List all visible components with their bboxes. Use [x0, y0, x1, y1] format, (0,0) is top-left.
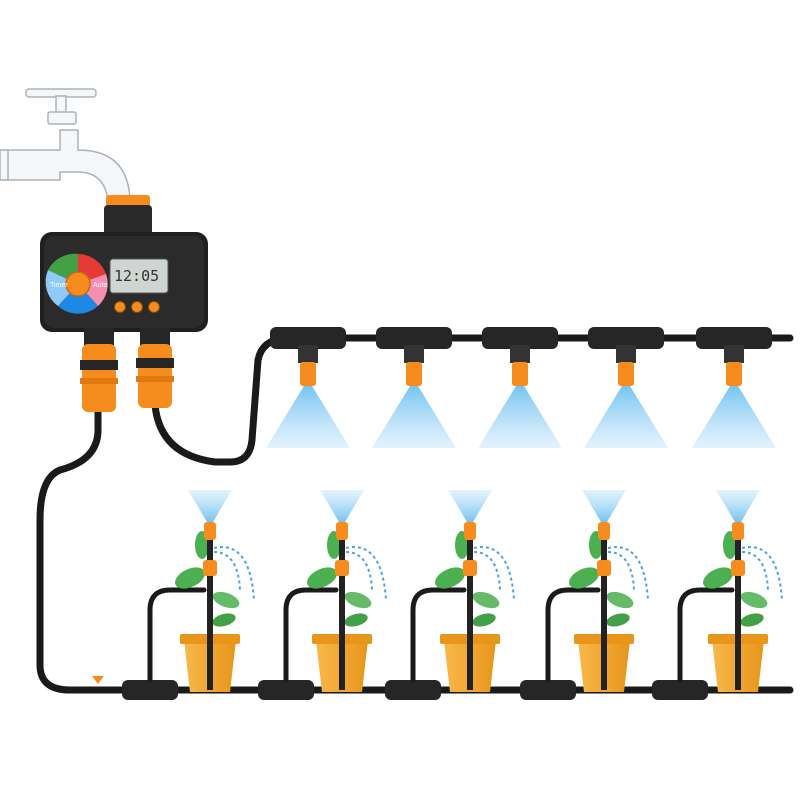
potted-plant-icon: [307, 531, 372, 692]
drip-stake-icon: [188, 490, 255, 690]
drip-stake-icon: [716, 490, 783, 690]
flow-arrow-icon: [92, 676, 104, 684]
mist-nozzle-icon: [692, 327, 776, 448]
timer-button-left[interactable]: [114, 301, 126, 313]
mist-nozzle-icon: [584, 327, 668, 448]
drip-plant-row: [122, 490, 783, 700]
lcd-screen: [109, 258, 169, 294]
dial-label-timer: Timer: [50, 282, 68, 289]
timer-button-middle[interactable]: [131, 301, 143, 313]
timer-button-right[interactable]: [148, 301, 160, 313]
tee-connector-icon: [122, 587, 207, 700]
tee-connector-icon: [520, 587, 601, 700]
mist-nozzle-icon: [478, 327, 562, 448]
drip-stake-icon: [582, 490, 649, 690]
mist-nozzle-row: [266, 327, 776, 448]
drip-stake-icon: [320, 490, 387, 690]
potted-plant-icon: [435, 531, 500, 692]
tee-connector-icon: [385, 587, 467, 700]
potted-plant-icon: [703, 531, 768, 692]
water-timer-icon: Timer Auto 12:05: [40, 195, 208, 412]
hose-lines: [36, 334, 794, 694]
mist-nozzle-icon: [372, 327, 456, 448]
tee-connector-icon: [652, 587, 735, 700]
potted-plant-icon: [569, 531, 634, 692]
mist-nozzle-icon: [266, 327, 350, 448]
faucet-icon: [0, 88, 131, 201]
tee-connector-icon: [258, 587, 339, 700]
potted-plant-icon: [175, 531, 240, 692]
lcd-time-readout: 12:05: [114, 267, 159, 285]
drip-stake-icon: [448, 490, 515, 690]
dial-label-auto: Auto: [93, 282, 108, 289]
